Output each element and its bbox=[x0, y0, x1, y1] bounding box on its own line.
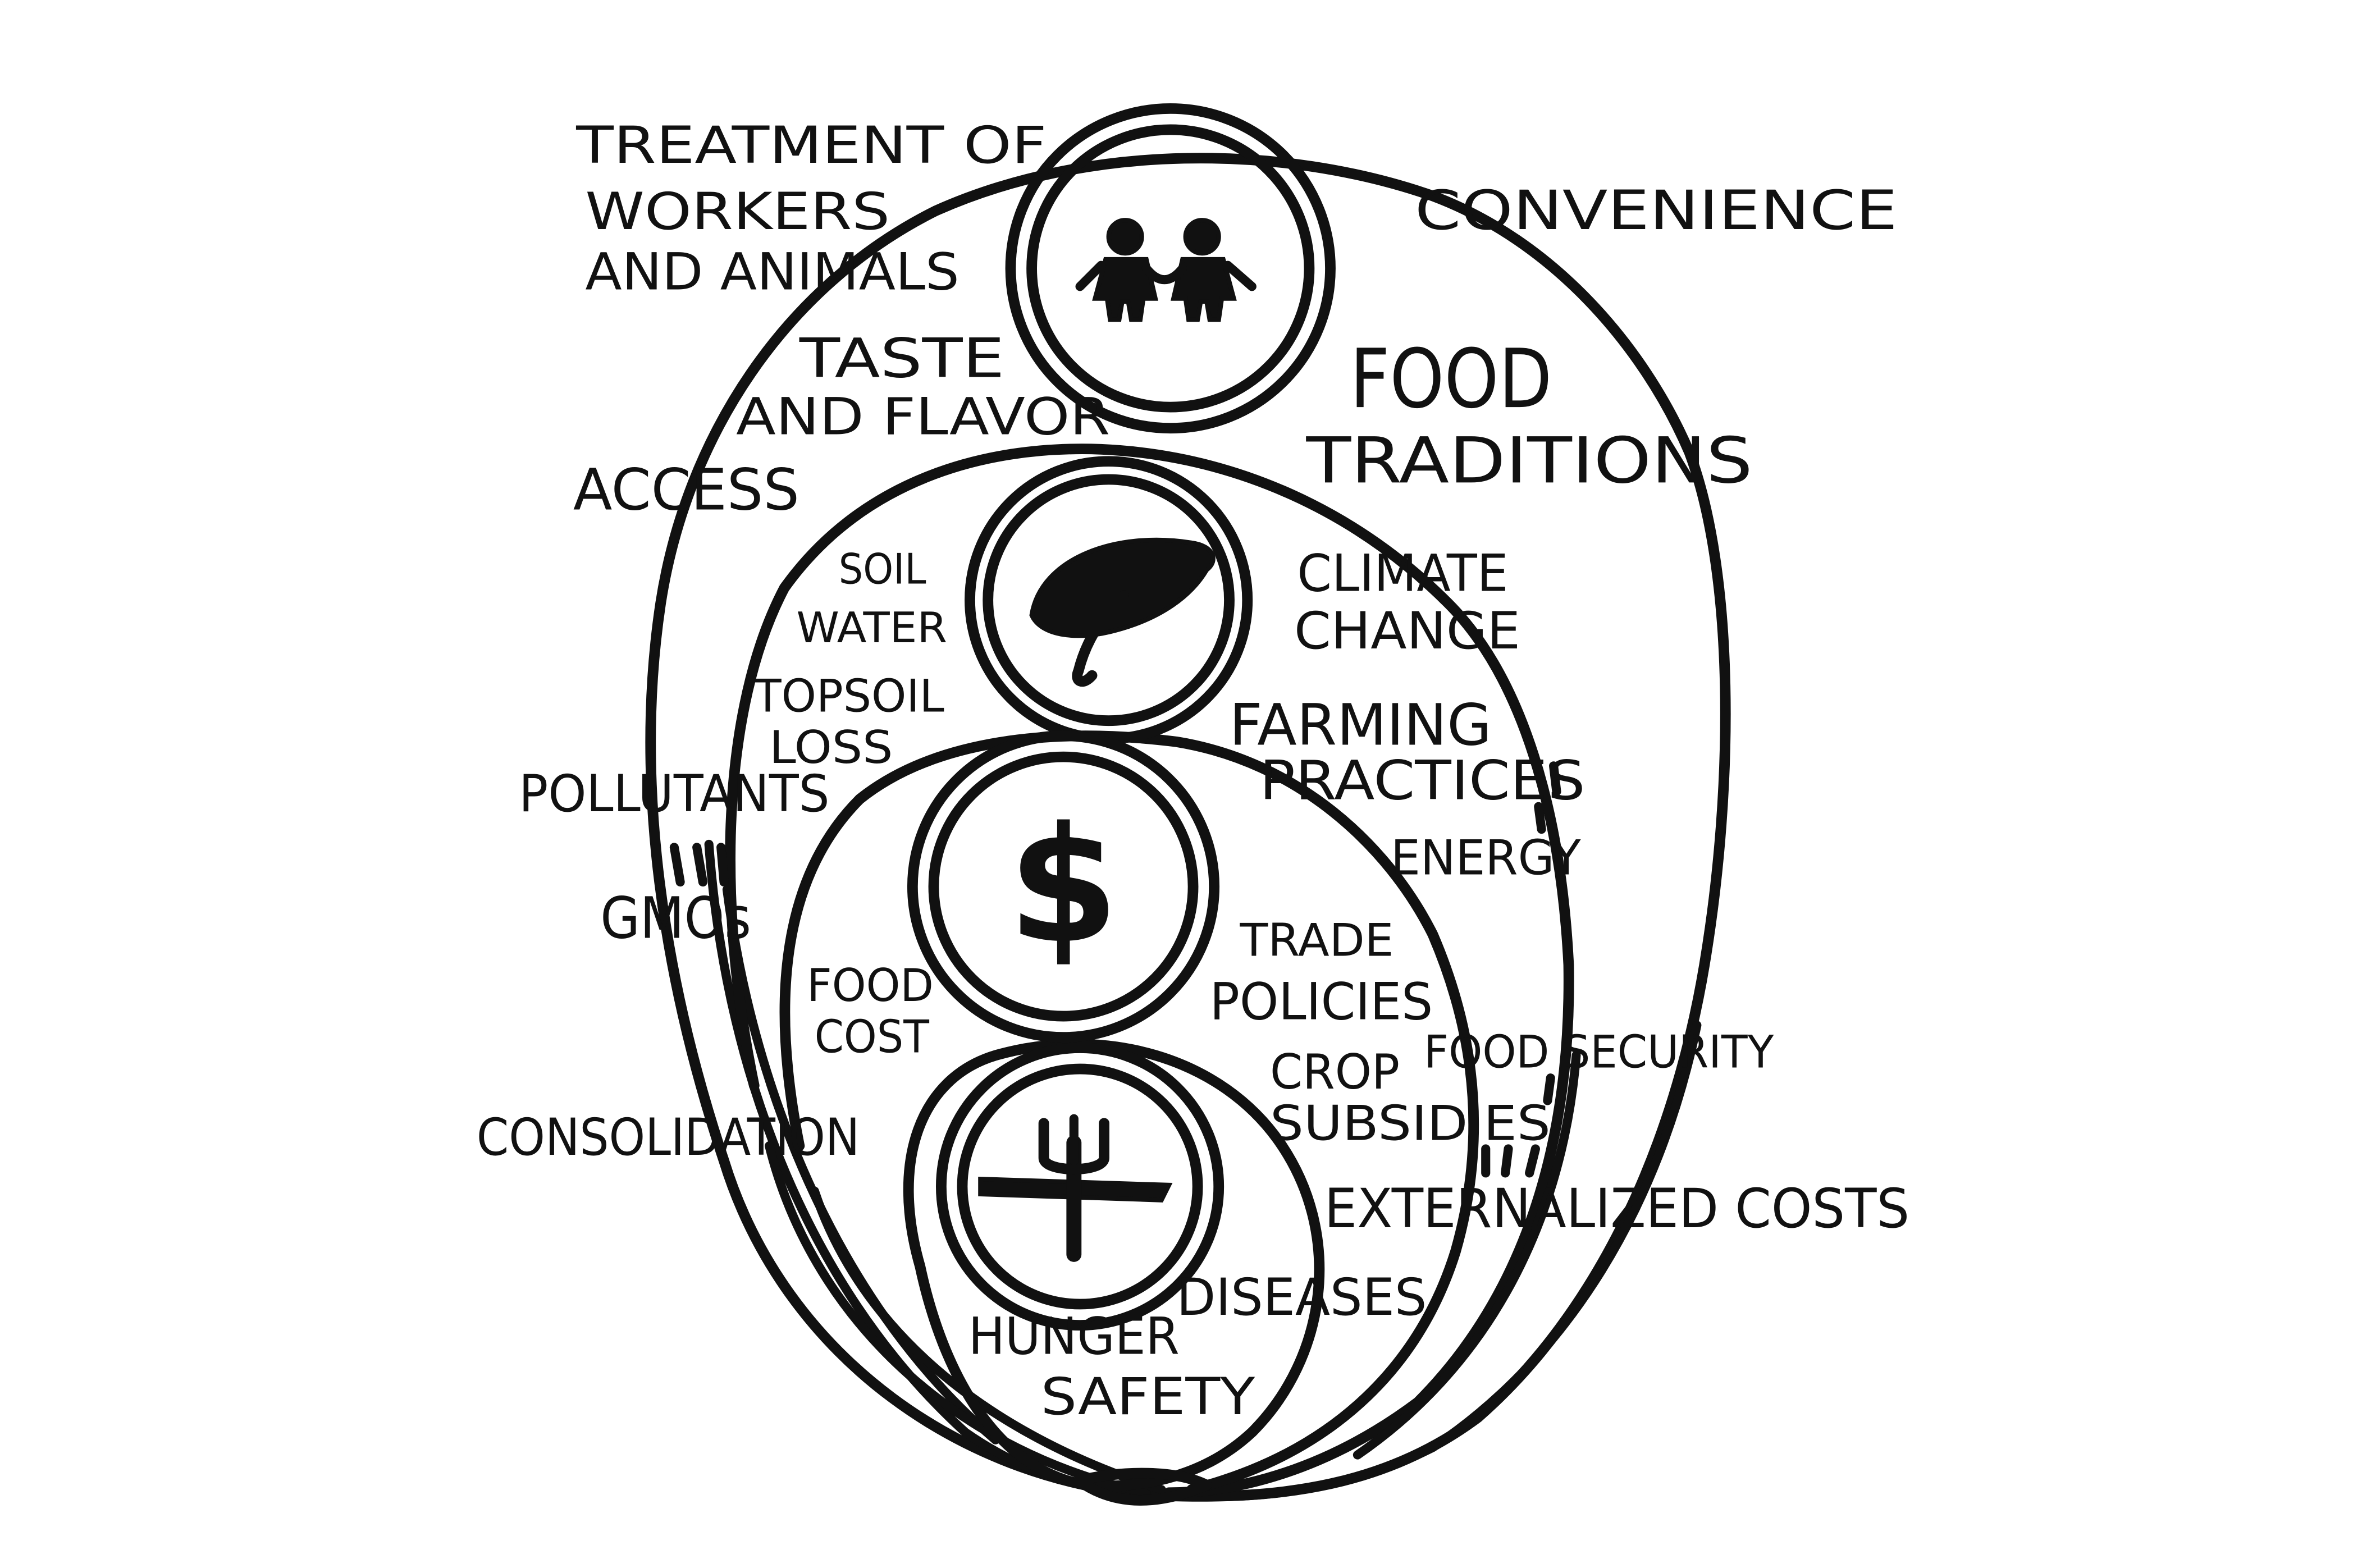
label-crop-line2: SUBSIDIES bbox=[1270, 1095, 1551, 1151]
label-access: ACCESS bbox=[573, 457, 799, 524]
environment-loop-echo-2 bbox=[1353, 1050, 1581, 1460]
label-climate-line2: CHANGE bbox=[1294, 601, 1520, 661]
label-climate-line1: CLIMATE bbox=[1297, 543, 1508, 604]
tick-marks bbox=[669, 761, 1561, 1178]
people-holding-hands-icon bbox=[1075, 218, 1257, 322]
labels: TREATMENT OF WORKERS AND ANIMALS CONVENI… bbox=[477, 115, 1909, 1427]
health-icon-circle bbox=[935, 1043, 1225, 1331]
label-food-cost-line2: COST bbox=[815, 1011, 930, 1064]
health-loop-line bbox=[903, 1039, 1325, 1492]
label-food-security: FOOD SECURITY bbox=[1424, 1026, 1774, 1078]
economic-loop bbox=[779, 730, 1479, 1495]
label-energy: ENERGY bbox=[1391, 830, 1581, 886]
label-consolidation: CONSOLIDATION bbox=[477, 1107, 860, 1167]
economic-loop-echo bbox=[810, 1186, 1166, 1494]
environment-icon-circle bbox=[965, 456, 1253, 744]
label-treatment-line2: WORKERS bbox=[585, 181, 890, 241]
label-topsoil-line2: LOSS bbox=[769, 721, 893, 774]
health-loop bbox=[903, 1039, 1325, 1492]
leaf-icon bbox=[1029, 537, 1216, 687]
label-topsoil-line1: TOPSOIL bbox=[753, 670, 944, 723]
svg-text:$: $ bbox=[1008, 793, 1119, 979]
label-diseases: DISEASES bbox=[1177, 1267, 1427, 1327]
label-taste-line1: TASTE bbox=[799, 326, 1005, 390]
label-food-traditions-line1: FOOD bbox=[1350, 332, 1552, 427]
label-trade-line2: POLICIES bbox=[1210, 971, 1433, 1031]
label-farming-line2: PRACTICES bbox=[1259, 748, 1585, 812]
label-trade-line1: TRADE bbox=[1239, 915, 1393, 967]
environment-loop-echo bbox=[765, 1141, 1151, 1497]
bottom-knot bbox=[1073, 1468, 1212, 1506]
label-pollutants: POLLUTANTS bbox=[519, 764, 829, 824]
label-crop-line1: CROP bbox=[1270, 1044, 1400, 1100]
label-treatment-line3: AND ANIMALS bbox=[585, 242, 959, 302]
label-food-cost-line1: FOOD bbox=[807, 959, 934, 1012]
label-treatment-line1: TREATMENT OF bbox=[575, 115, 1047, 175]
label-soil: SOIL bbox=[839, 544, 926, 593]
label-farming-line1: FARMING bbox=[1230, 692, 1492, 759]
label-water: WATER bbox=[796, 603, 947, 652]
environment-loop bbox=[725, 444, 1581, 1498]
label-hunger: HUNGER bbox=[968, 1306, 1180, 1366]
outer-loop-echo-3 bbox=[1172, 1021, 1702, 1502]
fork-and-knife-icon bbox=[978, 1114, 1173, 1262]
economic-icon-circle: $ bbox=[907, 730, 1220, 1043]
label-gmos: GMOs bbox=[600, 885, 751, 952]
dollar-sign-icon: $ bbox=[1008, 793, 1119, 979]
label-taste-line2: AND FLAVOR bbox=[736, 386, 1110, 446]
economic-loop-line bbox=[779, 730, 1479, 1495]
label-convenience: CONVENIENCE bbox=[1415, 179, 1898, 242]
social-icon-circle bbox=[1005, 103, 1336, 434]
label-food-traditions-line2: TRADITIONS bbox=[1305, 423, 1752, 497]
label-safety: SAFETY bbox=[1041, 1366, 1255, 1427]
label-externalized-costs: EXTERNALIZED COSTS bbox=[1324, 1177, 1909, 1240]
